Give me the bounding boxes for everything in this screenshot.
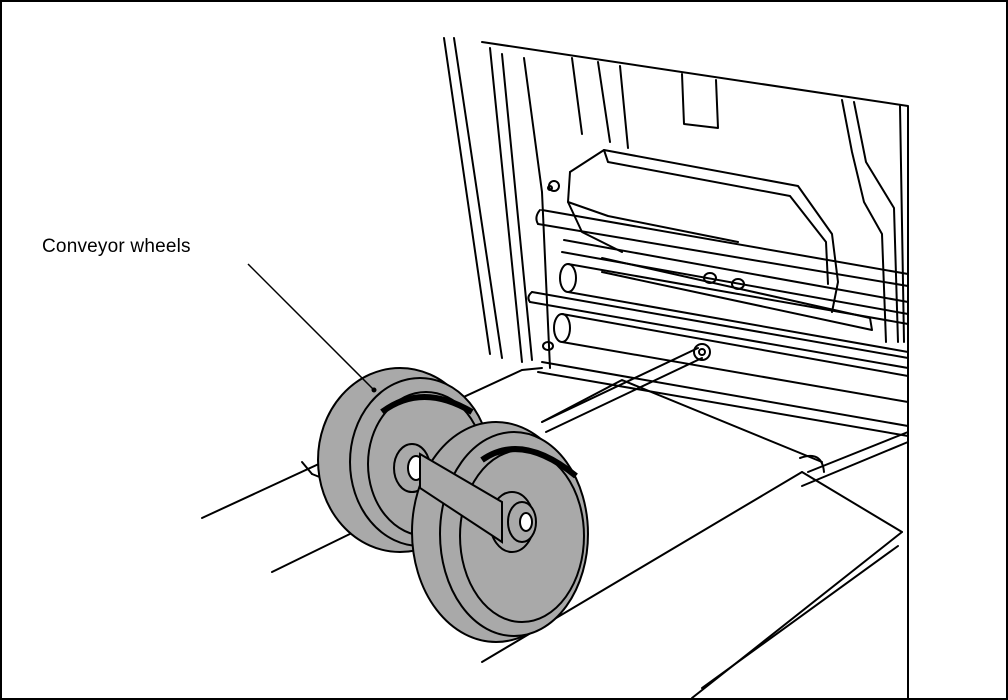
- callout-leader-line: [247, 263, 375, 391]
- wheel-shaft: [541, 343, 711, 433]
- upper-guide-assembly: [567, 149, 839, 313]
- lower-roller: [537, 313, 909, 437]
- cabinet-frame: [443, 37, 909, 698]
- rods: [527, 209, 909, 369]
- callout-leader-dot: [371, 387, 377, 393]
- platen-roller: [559, 257, 909, 353]
- wheel-axle: [419, 452, 503, 544]
- callout-label-conveyor-wheels: Conveyor wheels: [42, 236, 191, 257]
